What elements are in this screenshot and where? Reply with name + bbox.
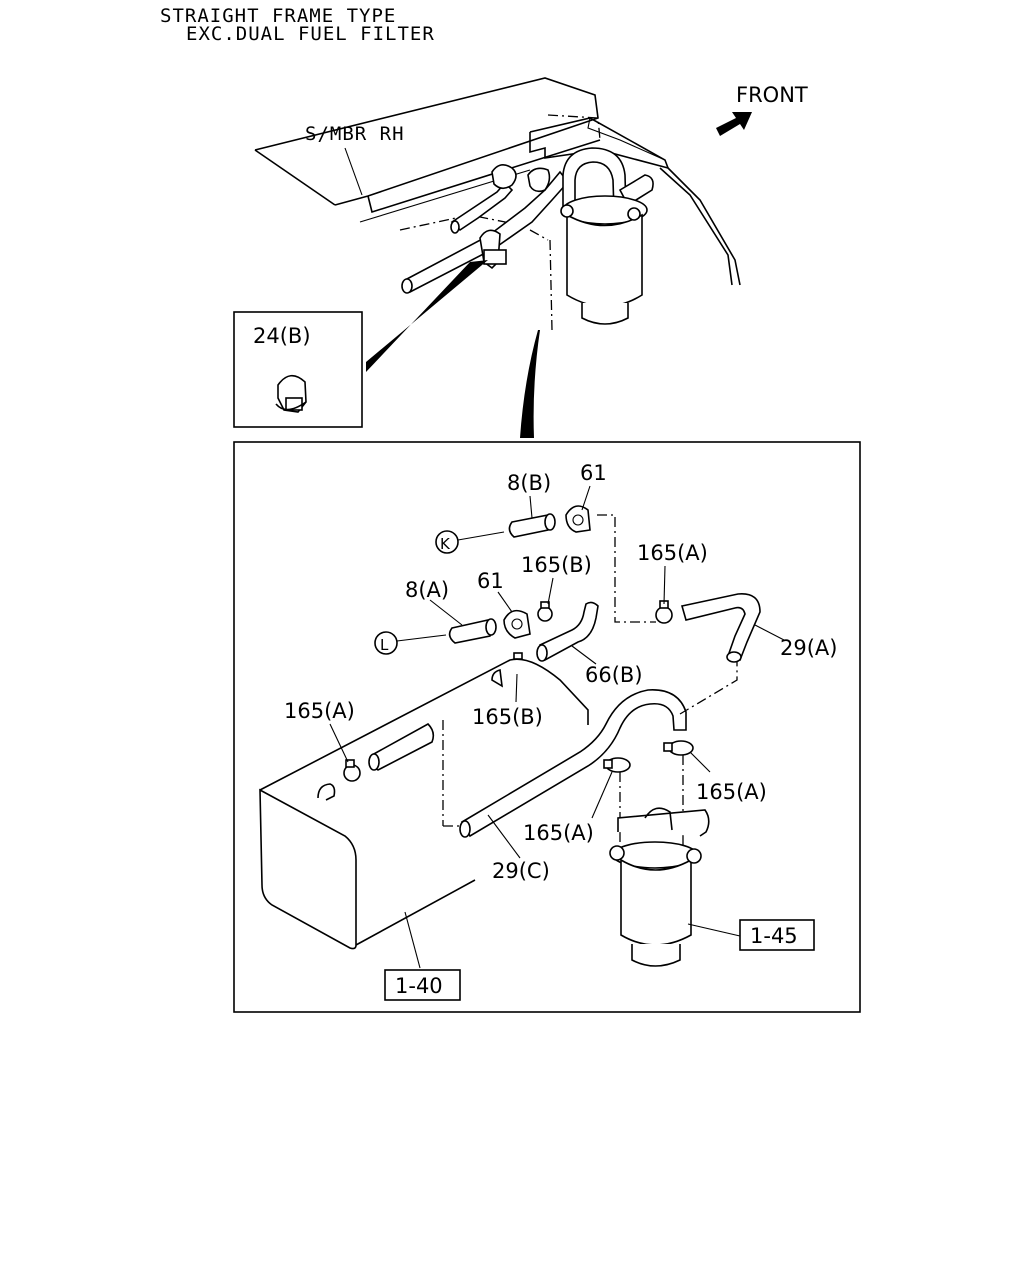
clamp-165a-right: [663, 740, 694, 756]
label-165a-top: 165(A): [637, 541, 708, 565]
connector-l-letter: L: [380, 636, 389, 654]
ref-box-filter[interactable]: 1-45: [739, 919, 815, 951]
label-165a-bottom: 165(A): [523, 821, 594, 845]
leader-lines: [329, 485, 785, 969]
label-165b-mid: 165(B): [472, 705, 543, 729]
overview-hoses: [401, 147, 654, 325]
label-61-mid: 61: [477, 569, 504, 593]
clamp-165b-top: [537, 601, 553, 622]
detail-pointer: [520, 330, 540, 438]
ref-box-tank[interactable]: 1-40: [384, 969, 461, 1001]
hose-29a: [680, 593, 761, 663]
hose-29c: [459, 689, 687, 838]
hose-66b: [536, 601, 599, 662]
inset-24b: 24(B): [233, 260, 488, 428]
connector-k-icon: [435, 530, 459, 554]
clamp-165a-bottom: [603, 757, 631, 773]
clip-61-mid: [503, 609, 531, 639]
connector-k-letter: K: [440, 535, 451, 553]
hose-tank-left: [368, 723, 435, 771]
clamp-165a-left: [343, 759, 361, 782]
ref-tank-text: 1-40: [395, 974, 443, 998]
header-line-2: EXC.DUAL FUEL FILTER: [186, 23, 435, 45]
side-member-label: S/MBR RH: [305, 123, 405, 145]
fuel-filter: [609, 807, 710, 967]
clamp-165a-top: [655, 600, 673, 624]
label-61-top: 61: [580, 461, 607, 485]
clip-61-top: [565, 505, 591, 533]
label-165a-left: 165(A): [284, 699, 355, 723]
front-arrow-icon: [716, 112, 752, 136]
ref-filter-text: 1-45: [750, 924, 798, 948]
header-line-1: STRAIGHT FRAME TYPE: [160, 5, 396, 27]
inset-label: 24(B): [253, 324, 311, 348]
label-165b-top: 165(B): [521, 553, 592, 577]
hose-8b: [508, 513, 556, 538]
label-8a: 8(A): [405, 578, 449, 602]
label-29a: 29(A): [780, 636, 837, 660]
fuel-tank: [259, 658, 589, 950]
label-8b: 8(B): [507, 471, 551, 495]
front-label: FRONT: [736, 83, 808, 107]
connector-l-icon: [374, 631, 398, 655]
label-29c: 29(C): [492, 859, 550, 883]
label-66b: 66(B): [585, 663, 643, 687]
detail-box: [233, 441, 861, 1013]
label-165a-right: 165(A): [696, 780, 767, 804]
hose-8a: [448, 618, 497, 644]
